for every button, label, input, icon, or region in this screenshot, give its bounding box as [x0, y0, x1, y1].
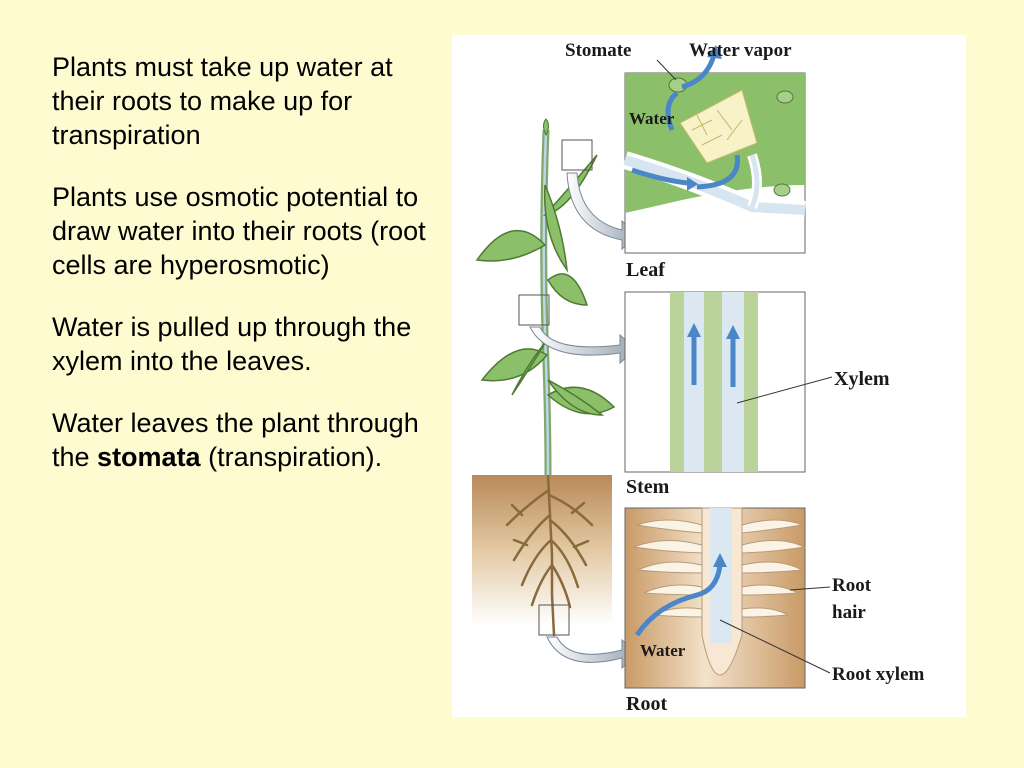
- leader-root-hair: [789, 586, 831, 591]
- stomata-text-after: (transpiration).: [200, 442, 383, 472]
- stem-zoom-arrow: [529, 326, 637, 365]
- label-root-hair-line1: Root: [832, 575, 872, 596]
- water-vapor-arrow: [681, 54, 717, 90]
- stomata-text-before: Water leaves the plant through the: [52, 408, 419, 472]
- label-root: Root: [626, 693, 667, 715]
- label-water-root: Water: [640, 641, 686, 660]
- label-stomate: Stomate: [565, 40, 631, 61]
- label-root-hair-line2: hair: [832, 602, 866, 623]
- paragraph-stomata: Water leaves the plant through the stoma…: [52, 406, 437, 474]
- leader-stomate: [656, 59, 677, 81]
- leaf-panel: [622, 45, 806, 254]
- leader-xylem: [736, 376, 833, 404]
- label-stem: Stem: [626, 476, 670, 498]
- leaf-water-arrow-up: [665, 91, 679, 131]
- paragraph-xylem: Water is pulled up through the xylem int…: [52, 312, 412, 376]
- label-leaf: Leaf: [626, 259, 665, 281]
- label-xylem: Xylem: [834, 368, 890, 390]
- root-zoom-marker: [538, 604, 570, 636]
- plant-roots: [505, 473, 594, 637]
- stem-zoom-marker: [518, 294, 550, 326]
- leaf-water-arrow-right: [696, 154, 740, 190]
- slide-text: Plants must take up water at their roots…: [52, 50, 437, 502]
- label-water-leaf: Water: [629, 109, 675, 128]
- root-water-arrow: [634, 564, 723, 637]
- paragraph-roots-transpiration: Plants must take up water at their roots…: [52, 52, 393, 150]
- root-zoom-arrow: [546, 636, 639, 670]
- plant-leaves: [475, 154, 616, 416]
- root-panel: [624, 507, 806, 689]
- stem-panel: [624, 291, 806, 473]
- label-water-vapor: Water vapor: [689, 40, 792, 61]
- leader-root-xylem: [719, 619, 831, 674]
- plant-water-transport-figure: Stomate Water vapor Water Leaf Xylem Ste…: [452, 35, 966, 717]
- leaf-water-arrow-lower: [631, 167, 688, 186]
- label-root-xylem: Root xylem: [832, 664, 925, 685]
- stomata-term: stomata: [97, 442, 201, 472]
- stem-bud: [543, 118, 549, 137]
- vein-cells: [679, 89, 758, 164]
- leaf-zoom-arrow: [566, 172, 639, 251]
- leaf-zoom-marker: [561, 139, 593, 171]
- paragraph-osmotic-potential: Plants use osmotic potential to draw wat…: [52, 182, 426, 280]
